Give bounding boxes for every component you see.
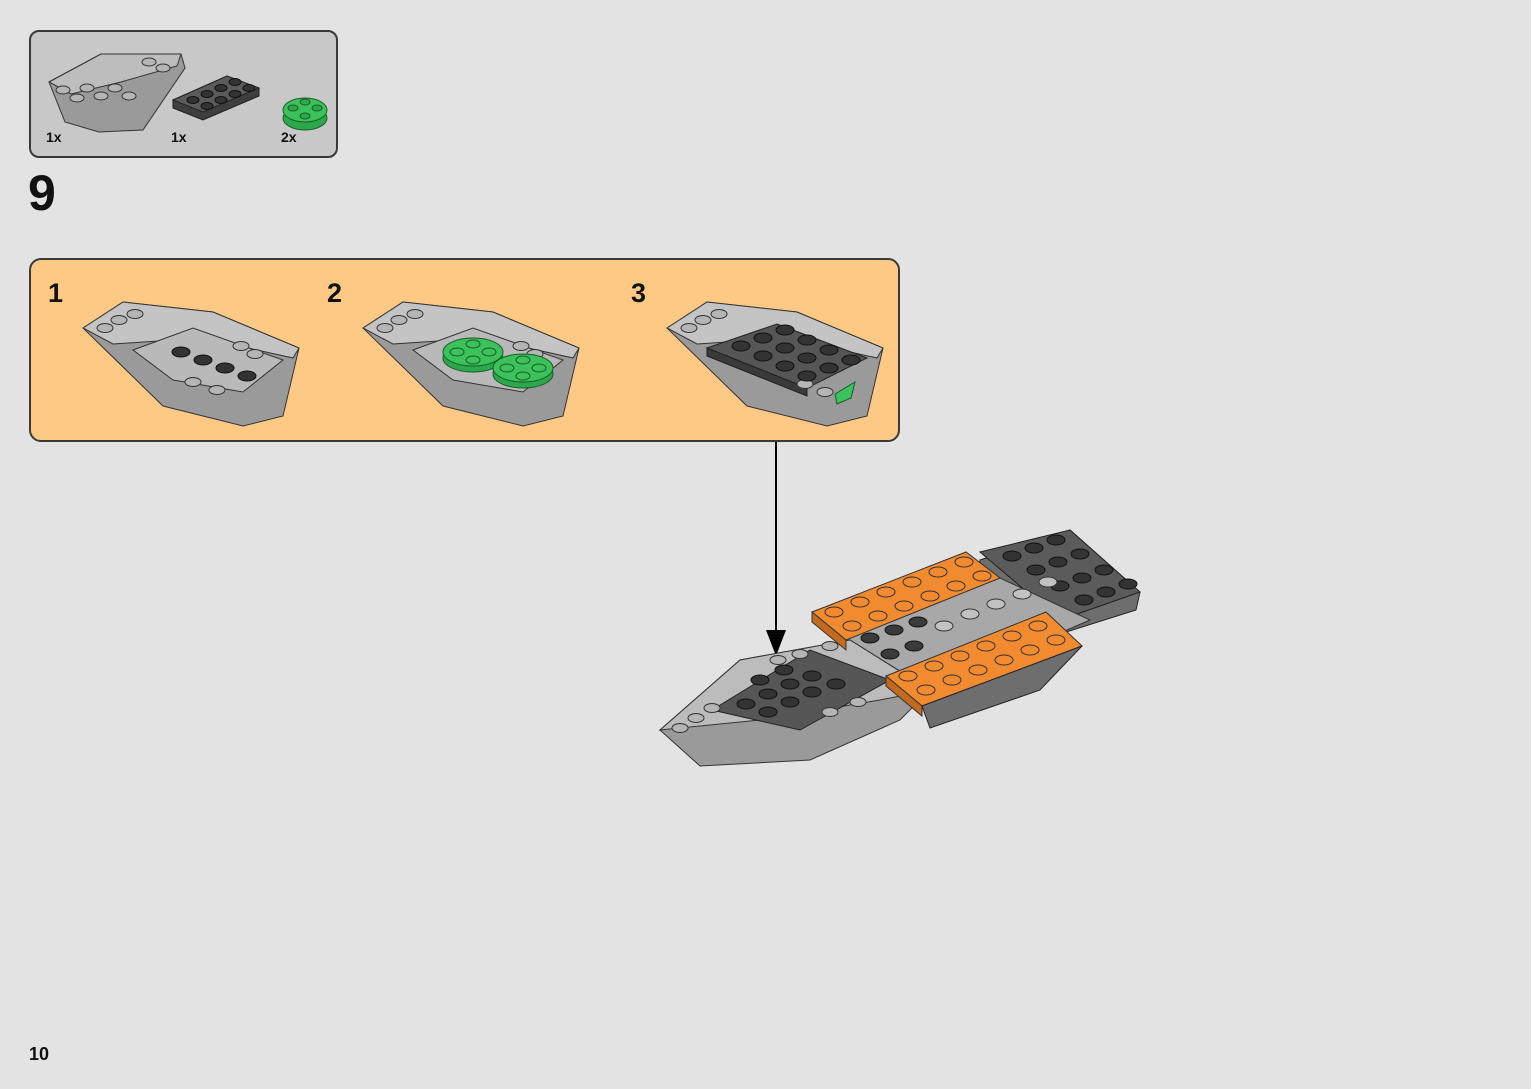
center-fuselage <box>838 576 1092 691</box>
orange-plate-upper <box>811 551 1002 652</box>
sub-assembly-box: 1 2 3 <box>29 258 900 442</box>
sub-assembly-illustrations <box>82 301 884 427</box>
parts-list-illustration <box>47 53 328 133</box>
part-quantity: 1x <box>171 129 187 145</box>
orange-plate-lower <box>885 611 1083 729</box>
sub-step-1-illustration <box>82 301 300 427</box>
sub-step-2-illustration <box>362 301 580 427</box>
sub-step-3-illustration <box>666 301 884 427</box>
page-number: 10 <box>29 1044 50 1064</box>
part-quantity: 2x <box>281 129 297 145</box>
sub-step-number: 1 <box>48 278 64 308</box>
wedge-plate-part-icon <box>47 53 186 133</box>
nose-wedge <box>658 639 932 767</box>
step-number: 9 <box>28 165 56 221</box>
sub-step-number: 2 <box>327 278 343 308</box>
sub-step-number: 3 <box>631 278 647 308</box>
green-round-plate-part-icon <box>282 97 328 131</box>
dark-plate-part-icon <box>171 75 261 121</box>
parts-list-box: 1x 1x 2x <box>29 30 338 158</box>
attach-arrow <box>766 442 786 656</box>
part-quantity: 1x <box>46 129 62 145</box>
